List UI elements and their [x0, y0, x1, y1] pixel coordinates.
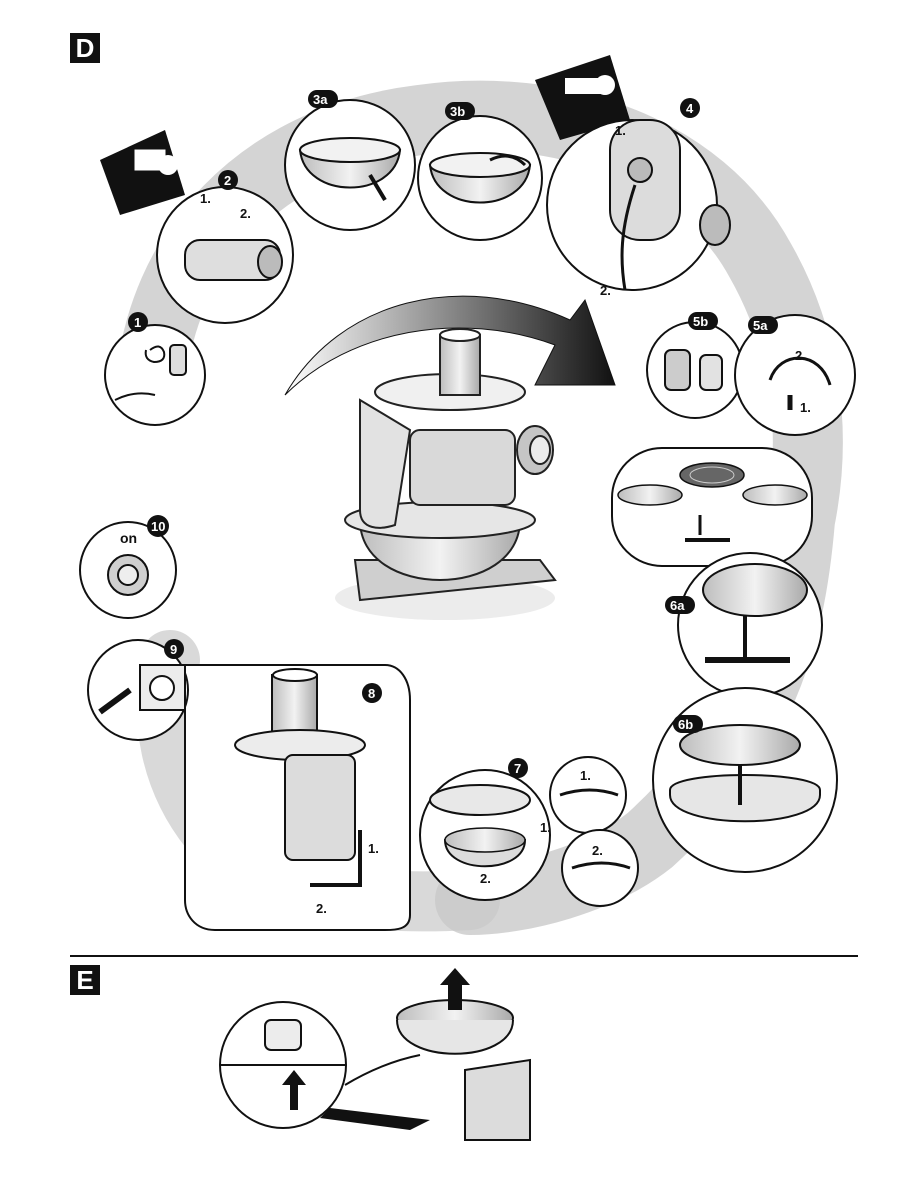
section-d-label: D: [70, 33, 100, 63]
section-e-label: E: [70, 965, 100, 995]
big-curved-arrow: [284, 295, 616, 396]
step-3a-illustration: 3a: [284, 90, 416, 231]
step-1-illustration: 1: [104, 312, 206, 426]
step-3b-number: 3b: [450, 104, 465, 119]
step-8-illustration: 8 1. 2.: [184, 664, 411, 931]
step-7-sub-2: 2.: [480, 871, 491, 886]
step-4-sub-1: 1.: [615, 123, 626, 138]
step-8-sub-2: 2.: [316, 901, 327, 916]
step-2-number: 2: [224, 173, 231, 188]
step-5b-number: 5b: [693, 314, 708, 329]
step-4-number: 4: [686, 101, 694, 116]
step-9-number: 9: [170, 642, 177, 657]
step-1-number: 1: [134, 315, 141, 330]
step-7-illustration: 7 1. 2. 1. 2.: [419, 756, 639, 907]
step-3b-illustration: 3b: [417, 102, 543, 241]
step-10-illustration: 10 on: [79, 515, 177, 619]
step-7-sub-1: 1.: [540, 820, 551, 835]
step-5a-illustration: 5a 2. 1.: [734, 314, 856, 436]
step-5a-sub-1: 1.: [800, 400, 811, 415]
step-5a-sub-2: 2.: [795, 348, 806, 363]
food-processor-main: [335, 328, 557, 620]
discs-panel: [611, 447, 813, 567]
step-7-inset2-label: 2.: [592, 843, 603, 858]
step-5b-illustration: 5b: [646, 312, 744, 419]
step-7-inset1-label: 1.: [580, 768, 591, 783]
step-3a-number: 3a: [313, 92, 328, 107]
step-8-number: 8: [368, 686, 375, 701]
step-9-illustration: 9: [87, 639, 189, 741]
step-2-illustration: 2 1. 2.: [100, 130, 294, 324]
step-2-sub-2: 2.: [240, 206, 251, 221]
on-switch-label: on: [120, 530, 137, 546]
step-4-illustration: 4 1. 2.: [535, 55, 731, 298]
step-2-sub-1: 1.: [200, 191, 211, 206]
step-6b-illustration: 6b: [652, 687, 838, 873]
step-8-sub-1: 1.: [368, 841, 379, 856]
section-e-illustration: [219, 968, 531, 1141]
step-6b-number: 6b: [678, 717, 693, 732]
step-6a-illustration: 6a: [665, 552, 823, 698]
step-4-sub-2: 2.: [600, 283, 611, 298]
step-7-number: 7: [514, 761, 521, 776]
step-10-number: 10: [151, 519, 165, 534]
step-5a-number: 5a: [753, 318, 768, 333]
step-6a-number: 6a: [670, 598, 685, 613]
